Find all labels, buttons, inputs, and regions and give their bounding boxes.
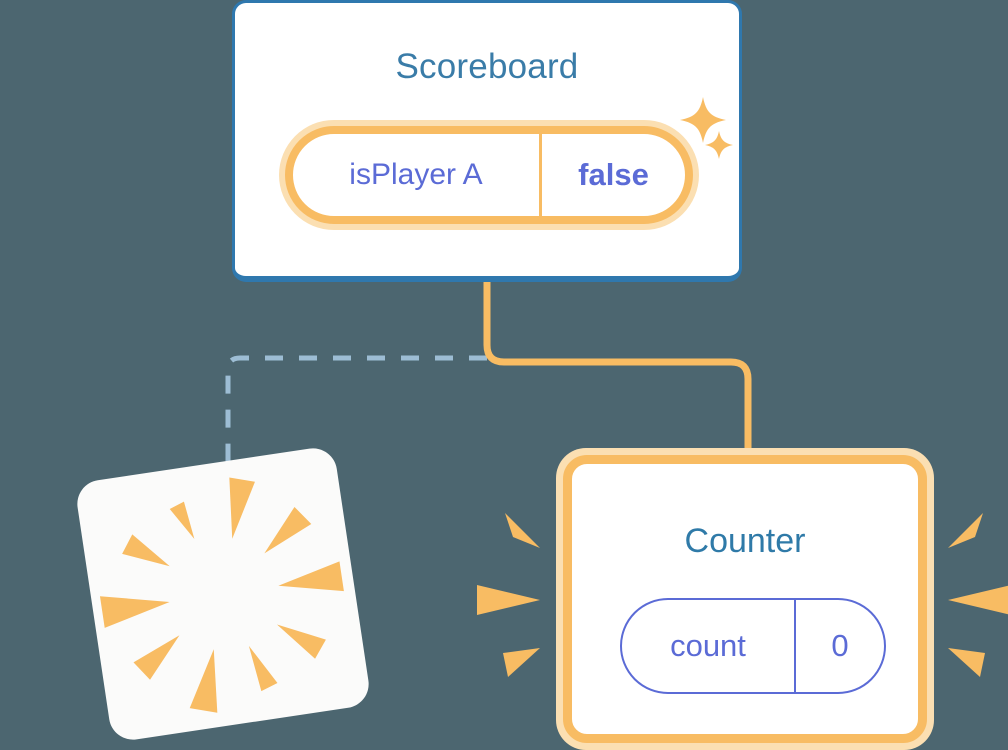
burst-ray-right-bottom — [948, 648, 985, 677]
burst-ray-left-top — [505, 513, 540, 548]
burst-ray-left-bottom — [503, 648, 540, 677]
state-key-label: isPlayer A — [349, 158, 483, 191]
state-value-label: 0 — [831, 628, 849, 663]
connector-scoreboard-to-counter — [483, 276, 752, 460]
state-pill-scoreboard-wrapper: isPlayer A false — [279, 120, 699, 230]
state-pill-scoreboard[interactable]: isPlayer A false — [285, 126, 693, 224]
card-counter[interactable]: Counter count 0 — [563, 455, 927, 743]
state-pill-counter[interactable]: count 0 — [620, 598, 886, 694]
ghost-card-burst-rays — [99, 477, 344, 713]
card-counter-wrapper: Counter count 0 — [556, 448, 934, 750]
card-scoreboard[interactable]: Scoreboard isPlayer A false — [232, 0, 742, 282]
pill-divider — [794, 598, 796, 694]
card-title-scoreboard: Scoreboard — [395, 47, 579, 86]
burst-ray-left-middle — [477, 585, 540, 615]
card-title-counter: Counter — [684, 522, 806, 560]
burst-ray-right-middle — [948, 585, 1008, 615]
state-key-label: count — [670, 628, 746, 663]
pill-divider — [539, 126, 542, 224]
burst-ray-right-top — [948, 513, 983, 548]
ghost-card-removed[interactable] — [74, 445, 372, 743]
state-value-label: false — [578, 157, 649, 192]
